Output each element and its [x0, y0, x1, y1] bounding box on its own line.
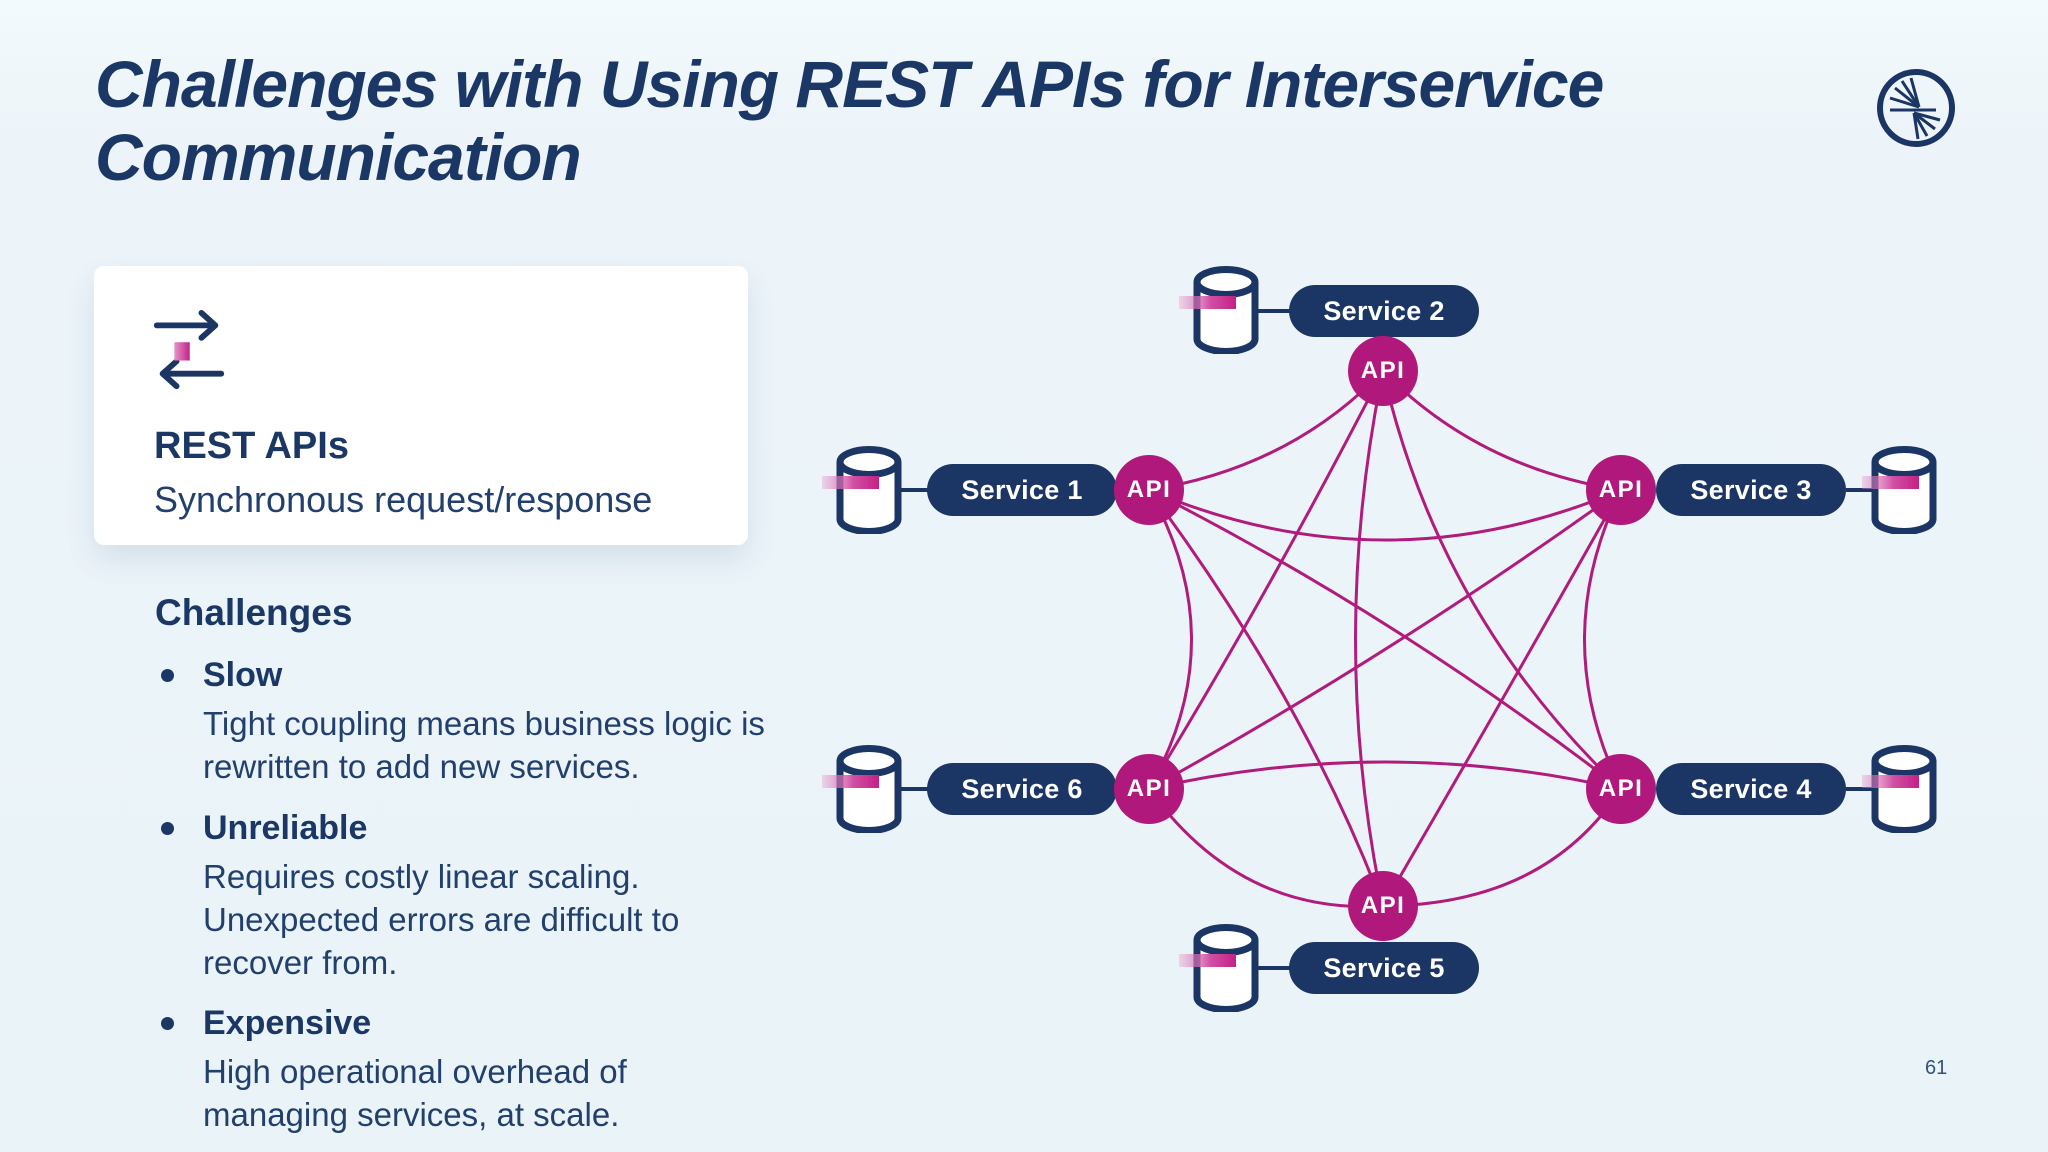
database-icon	[1875, 450, 1933, 532]
page-title: Challenges with Using REST APIs for Inte…	[95, 47, 1604, 194]
page-number: 61	[1925, 1057, 1948, 1079]
challenges-section: Challenges Slow Tight coupling means bus…	[155, 592, 775, 1152]
api-node-service-6: API	[1114, 754, 1184, 824]
api-node-service-3: API	[1586, 455, 1656, 525]
confluent-logo-icon	[1877, 69, 1955, 147]
challenge-label: Expensive	[203, 1004, 372, 1043]
sync-arrows-icon	[153, 310, 225, 390]
service-pill-3: Service 3	[1656, 464, 1846, 516]
bullet-dot-icon	[161, 669, 174, 682]
data-stripe-icons	[822, 296, 1919, 967]
api-node-service-5: API	[1348, 871, 1418, 941]
service-pill-5: Service 5	[1289, 942, 1479, 994]
challenge-item-expensive: Expensive High operational overhead of m…	[155, 1004, 775, 1137]
card-subtitle: Synchronous request/response	[154, 479, 653, 520]
challenge-description: Tight coupling means business logic is r…	[203, 705, 765, 785]
service-pill-6: Service 6	[927, 763, 1117, 815]
service-pill-2: Service 2	[1289, 285, 1479, 337]
challenge-description: Requires costly linear scaling. Unexpect…	[203, 857, 680, 981]
api-node-service-1: API	[1114, 455, 1184, 525]
challenge-label: Unreliable	[203, 808, 368, 847]
challenge-item-slow: Slow Tight coupling means business logic…	[155, 656, 775, 789]
bullet-dot-icon	[161, 1017, 174, 1031]
database-icon	[840, 749, 898, 831]
database-icon	[1197, 270, 1255, 352]
challenges-heading: Challenges	[155, 592, 353, 633]
api-mesh-connections	[1147, 369, 1623, 909]
db-connector-lines	[901, 309, 1875, 970]
challenge-item-unreliable: Unreliable Requires costly linear scalin…	[155, 809, 775, 985]
bullet-dot-icon	[161, 821, 174, 835]
challenge-label: Slow	[203, 656, 283, 694]
card-title: REST APIs	[154, 425, 349, 467]
api-node-service-2: API	[1348, 336, 1418, 406]
database-icon	[1875, 749, 1933, 831]
database-icon	[840, 450, 898, 532]
rest-apis-card: REST APIs Synchronous request/response	[94, 266, 748, 545]
service-pill-4: Service 4	[1656, 763, 1846, 815]
service-pill-1: Service 1	[927, 464, 1117, 516]
challenge-description: High operational overhead of managing se…	[203, 1053, 627, 1134]
api-node-service-4: API	[1586, 754, 1656, 824]
database-icon	[1197, 928, 1255, 1010]
